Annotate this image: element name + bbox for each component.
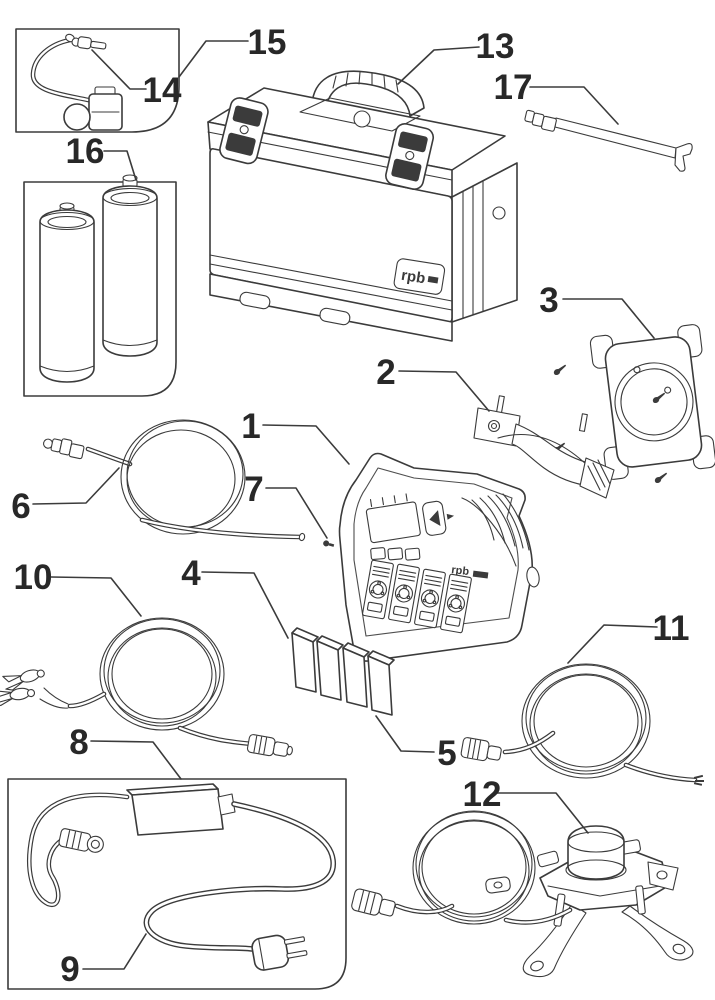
- leader-3: [562, 298, 655, 339]
- leader-17: [529, 86, 619, 125]
- leader-1: [262, 424, 350, 465]
- callout-6: 6: [11, 487, 30, 526]
- part-11-cable: [460, 663, 704, 786]
- part-16-cylinder-box: [23, 174, 177, 397]
- leader-6: [32, 467, 120, 505]
- callout-12: 12: [463, 775, 502, 814]
- callout-3: 3: [539, 281, 558, 320]
- part-7-filter-plug: [323, 540, 335, 547]
- callout-9: 9: [60, 950, 79, 989]
- part-17-probe-rod: [524, 109, 693, 172]
- part-15-hose-kit-box: [15, 28, 180, 133]
- part-13-carry-case: rpb: [207, 70, 518, 342]
- leader-10: [50, 576, 142, 617]
- callout-labels: 1 2 3 4 5 6 7 8 9 10 11 12 13 14 15 16 1…: [11, 23, 689, 989]
- leader-11: [567, 624, 658, 664]
- callout-15: 15: [248, 23, 287, 62]
- part-10-clip-cable: [0, 617, 293, 757]
- part-14-nozzle: [71, 36, 107, 50]
- callout-5: 5: [437, 734, 456, 773]
- callout-14: 14: [143, 71, 182, 110]
- leader-2: [398, 370, 490, 412]
- part-4-5-cartridges: [291, 627, 395, 716]
- leader-8: [90, 740, 182, 780]
- callout-2: 2: [376, 353, 395, 392]
- callout-4: 4: [181, 554, 201, 593]
- leader-5: [375, 715, 435, 753]
- callout-8: 8: [69, 723, 88, 762]
- leader-14: [91, 49, 147, 90]
- callout-16: 16: [66, 132, 105, 171]
- case-brand-plate: rpb: [393, 258, 446, 295]
- leader-4: [201, 571, 289, 639]
- leader-lines: [32, 40, 658, 970]
- part-3-mount-plate: [589, 324, 715, 480]
- leader-16: [103, 150, 137, 181]
- leader-13: [397, 46, 480, 85]
- part-1-monitor-unit: rpb: [338, 452, 540, 662]
- leader-9: [82, 933, 147, 970]
- part-2-mount-bracket: [473, 395, 615, 499]
- callout-11: 11: [653, 609, 690, 648]
- callout-13: 13: [476, 27, 515, 66]
- leader-7: [265, 487, 328, 539]
- part-6-sample-tube: [42, 419, 306, 542]
- case-brand-text: rpb: [400, 267, 427, 288]
- part-8-9-power-supply-box: [7, 778, 347, 990]
- leader-12: [496, 792, 589, 834]
- callout-10: 10: [14, 558, 53, 597]
- callout-7: 7: [244, 470, 263, 509]
- callout-17: 17: [494, 68, 533, 107]
- callout-1: 1: [241, 407, 260, 446]
- leader-15: [178, 40, 249, 78]
- part-12-tripod-sensor-head: [351, 810, 694, 978]
